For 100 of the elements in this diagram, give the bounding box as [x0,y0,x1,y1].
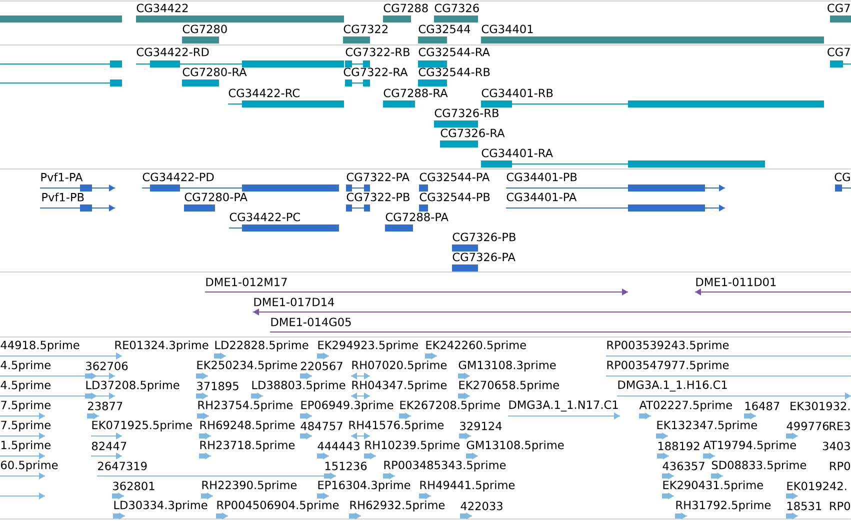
feature-label: CG7322-PA [346,172,410,182]
feature-label: DMG3A.1_1.H16.C1 [618,380,727,392]
feature-label: AT02227.5prime [639,400,732,412]
feature-label: 436357 [662,462,704,470]
feature-label: 60.5prime [1,460,58,472]
feature-label: CG34422-PC [230,212,300,222]
feature-label: 362801 [113,482,154,490]
feature-label: 371895 [197,382,238,390]
feature-label: RP0 [830,502,850,510]
feature-label: 444443 [318,442,360,450]
feature-label: AT19794.5prime [703,440,796,452]
feature-label: EK250234.5prime [197,360,297,372]
feature-label: SD08833.5prime [712,460,806,472]
feature-label: LD38803.5prime [252,380,346,392]
feature-label: 18531 [787,502,822,510]
feature-label: 3403 [822,442,850,450]
feature-label: CG34422-RC [228,88,300,98]
feature-label: RH23718.5prime [200,440,295,452]
feature-label: EK071925.5prime [92,420,192,432]
feature-label: CG7288-RA [384,88,448,98]
feature-label: RH10239.5prime [365,440,460,452]
feature-label: RH49441.5prime [420,480,515,492]
feature-label: CG7322-RB [346,48,410,56]
feature-label: CG7288-PA [386,212,448,222]
feature-label: GM13108.5prime [466,440,564,452]
feature-label: CG7280-PA [184,192,248,202]
feature-label: CG [834,172,850,182]
feature-label: CG7288 [384,4,428,12]
feature-label: RE01324.3prime [115,340,208,352]
feature-label: 23877 [88,402,122,410]
feature-label: EK132347.5prime [657,420,757,432]
feature-label: CG7322 [344,24,388,34]
feature-label: CG7280-RA [182,68,247,76]
feature-label: CG34422-RD [136,48,209,56]
feature-label: CG34401-PB [506,172,577,182]
feature-label: EP16304.3prime [318,480,410,492]
feature-label: LD22828.5prime [215,340,308,352]
feature-label: CG34422-PD [142,172,214,182]
feature-label: EK270658.5prime [459,380,559,392]
feature-label: RH62932.5prime [350,500,445,512]
feature-label: EK294923.5prime [318,340,418,352]
feature-label: RH23754.5prime [198,400,293,412]
feature-label: RE3 [830,422,850,430]
feature-label: CG32544-RB [418,68,490,76]
feature-label: RH31792.5prime [676,500,771,512]
feature-label: Pvf1-PB [42,192,84,202]
feature-label: CG34401-RA [482,148,553,158]
feature-label: GM13108.3prime [458,360,556,372]
feature-label: CG32544-PB [420,192,490,202]
feature-label: CG7 [828,48,850,56]
feature-label: 44918.5prime [0,340,80,352]
feature-label: DME1-012M17 [206,278,287,286]
feature-label: 362706 [86,362,128,370]
feature-label: 16487 [745,402,780,410]
feature-label: 484757 [300,422,342,430]
feature-label: CG32544-PA [420,172,490,182]
feature-label: 329124 [460,422,502,430]
feature-label: RP003539243.5prime [607,340,729,352]
feature-label: 2647319 [98,462,147,470]
feature-label: 4.5prime [0,360,50,372]
feature-label: CG34422 [136,4,188,12]
feature-label: RH69248.5prime [200,420,295,432]
feature-label: 82447 [92,442,126,450]
feature-label: RP003485343.5prime [384,460,506,472]
feature-label: CG34401-PA [506,192,577,202]
feature-label: DME1-014G05 [271,318,351,326]
feature-label: RP004506904.5prime [217,500,339,512]
feature-label: CG7280 [182,24,227,34]
feature-label: EK242260.5prime [426,340,526,352]
feature-label: 7.5prime [1,420,50,432]
feature-label: LD37208.5prime [86,380,180,392]
feature-label: EK290431.5prime [663,480,763,492]
feature-label: Pvf1-PA [41,172,83,182]
feature-label: 151236 [325,462,367,470]
feature-label: CG7 [828,4,850,12]
feature-label: 220567 [301,362,342,370]
feature-label: CG34401 [482,24,533,34]
feature-label: EK267208.5prime [400,400,500,412]
feature-label: EP06949.3prime [301,400,394,412]
feature-label: CG34401-RB [482,88,553,98]
feature-label: CG7326-PA [452,252,516,262]
feature-label: CG32544-RA [418,48,490,56]
feature-label: DME1-017D14 [254,298,334,306]
feature-label: CG7326-RB [434,108,498,118]
feature-label: 7.5prime [1,400,50,412]
feature-label: DMG3A.1_1.N17.C1 [509,400,618,412]
feature-label: RH41576.5prime [349,420,444,432]
feature-label: 4.5prime [0,380,50,392]
feature-label: RP003547977.5prime [607,360,729,372]
feature-label: 188192 [658,442,700,450]
feature-label: CG7326-PB [452,232,516,242]
feature-label: DME1-011D01 [696,278,776,286]
feature-label: EK019242. [787,482,846,490]
feature-label: CG32544 [418,24,470,34]
feature-label: LD30334.3prime [114,500,208,512]
feature-label: EK301932. [790,402,850,410]
feature-label: 422033 [460,502,502,510]
feature-label: RH07020.5prime [352,360,447,372]
feature-label: CG7326 [434,4,479,12]
feature-label: RP0 [830,462,850,470]
